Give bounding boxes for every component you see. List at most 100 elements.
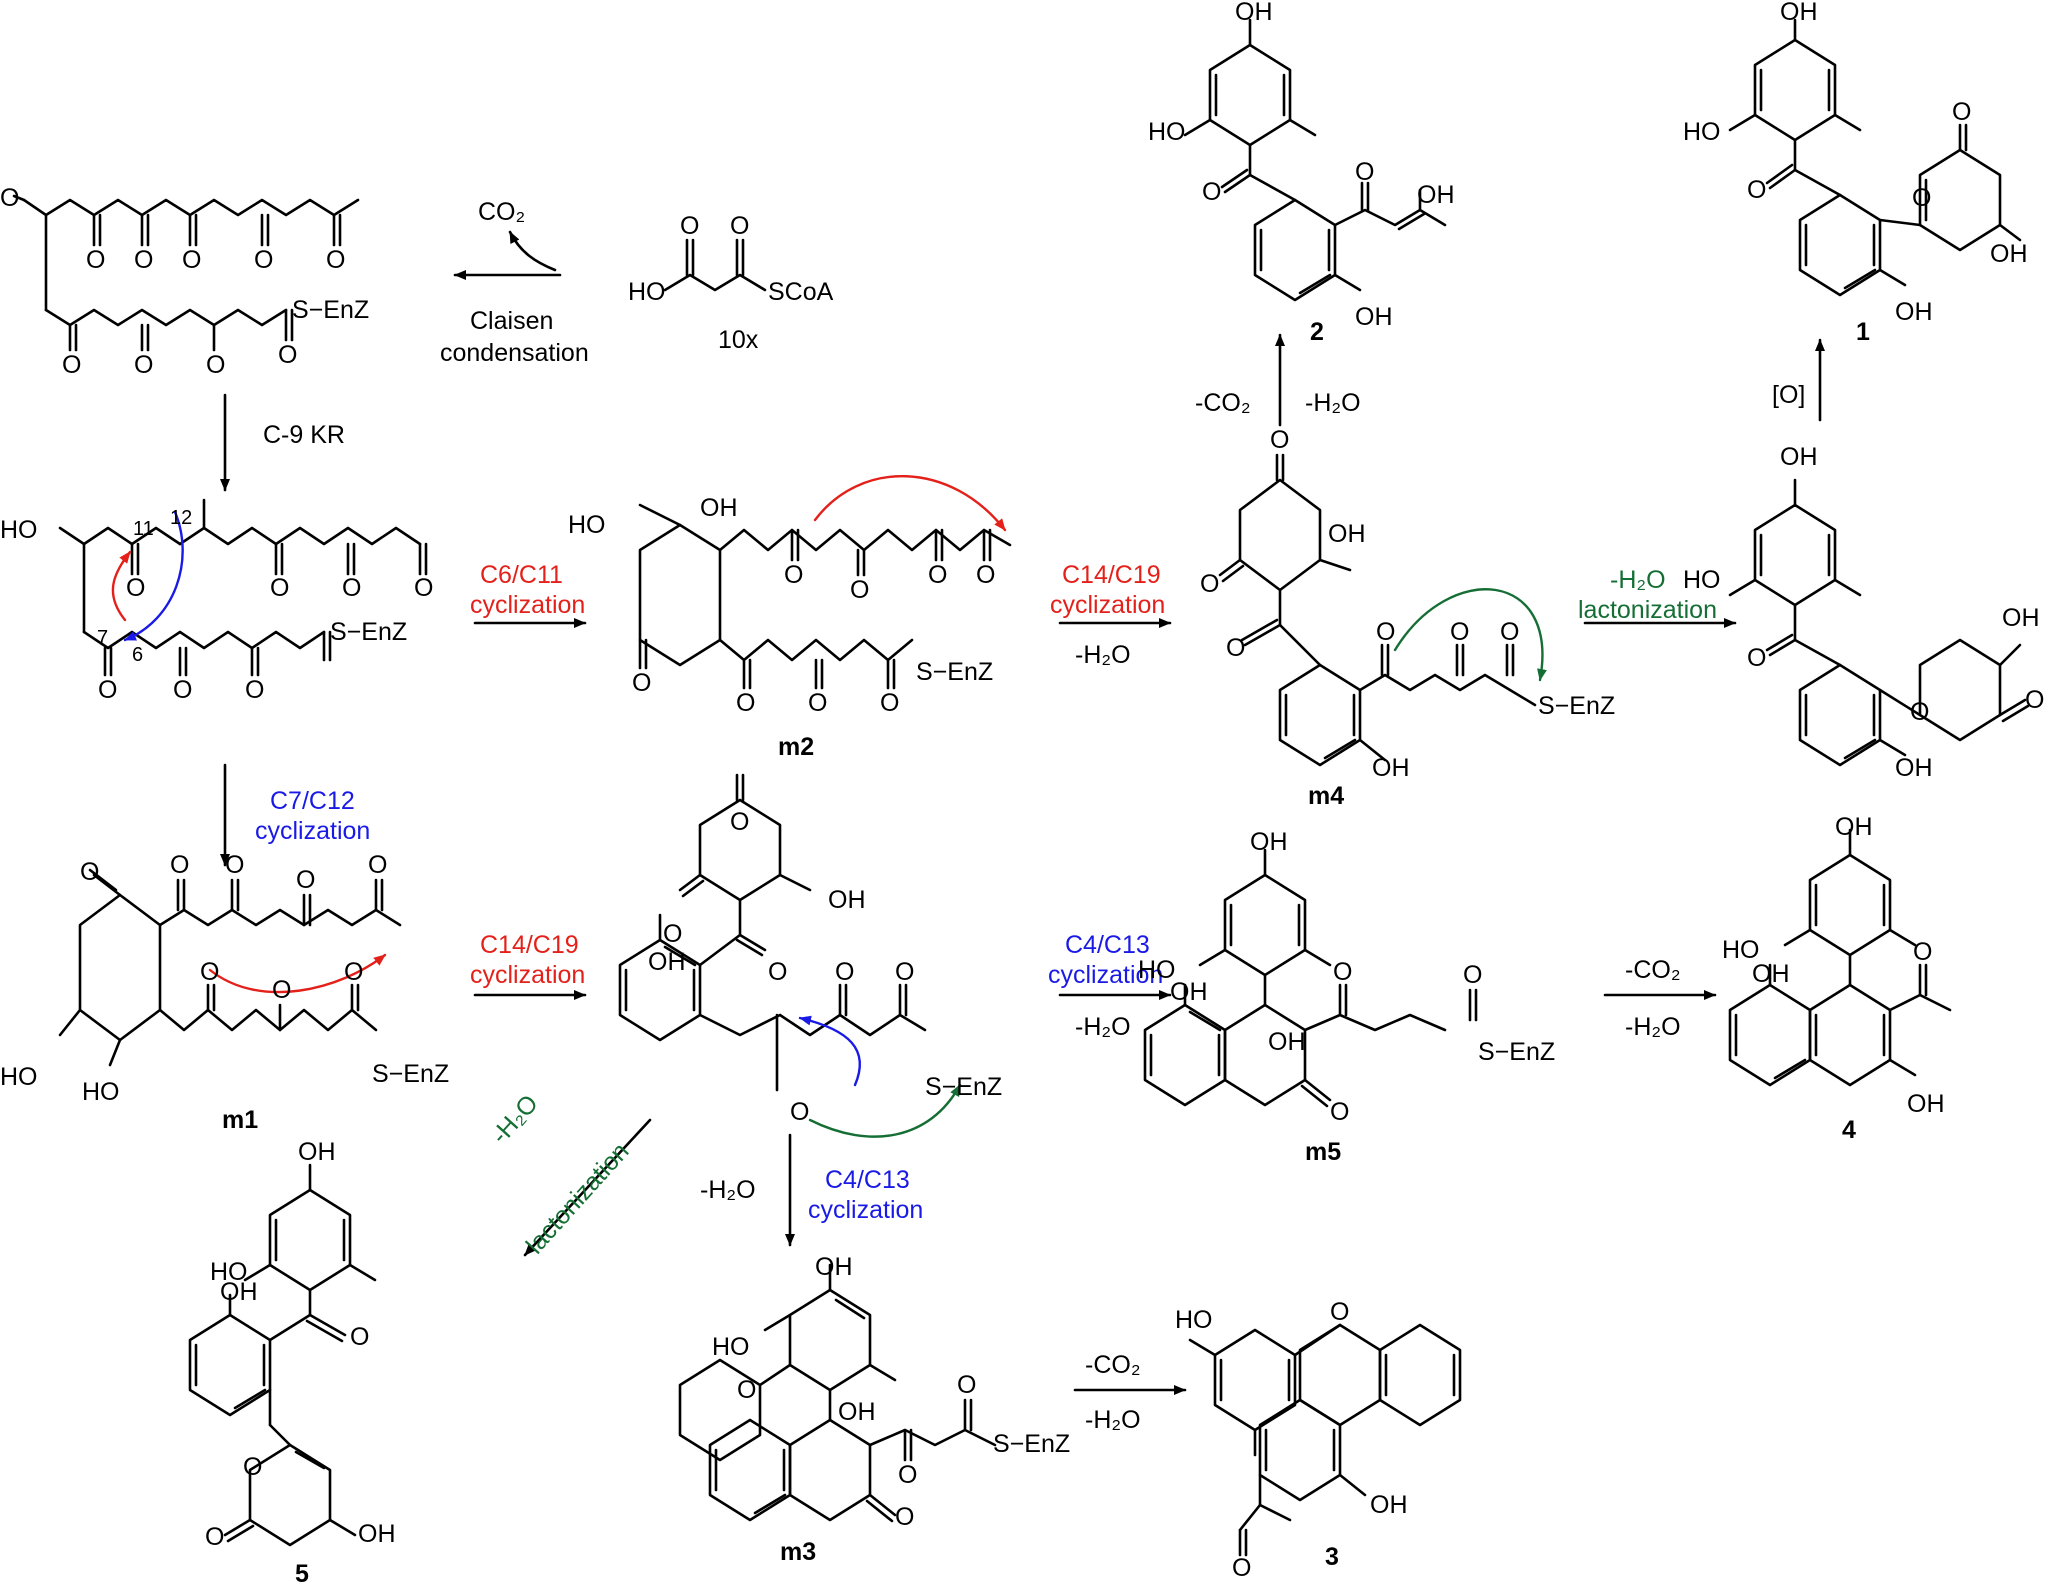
lactone-oh-phenol: OH xyxy=(1895,754,1933,782)
p3-ho-left: HO xyxy=(1175,1306,1213,1334)
m1-oxygen: O xyxy=(225,851,245,879)
m1-oxygen: O xyxy=(170,851,190,879)
c14-c19-label-b: C14/C19 xyxy=(480,931,579,959)
green-curved-arrow-m4 xyxy=(1393,588,1547,682)
decaketide-oxygen: O xyxy=(254,246,274,274)
c4-c13-label-a: C4/C13 xyxy=(1065,931,1150,959)
m5-oxygen: O xyxy=(1333,958,1353,986)
decaketide-oxygen: O xyxy=(86,246,106,274)
malonyl-scoa: SCoA xyxy=(768,278,834,306)
c4-c13-water-a: -H₂O xyxy=(1075,1013,1131,1041)
c4-c13-label-b: C4/C13 xyxy=(825,1166,910,1194)
reduced-chain-oxygen: O xyxy=(245,676,265,704)
m4-oh-phenol: OH xyxy=(1372,754,1410,782)
product-1-bonds xyxy=(1728,18,2022,297)
p4-ho-left: HO xyxy=(1722,936,1760,964)
locant-7: 7 xyxy=(97,627,109,649)
m2-oxygen: O xyxy=(928,561,948,589)
m3-oxygen: O xyxy=(895,1503,915,1531)
malonyl-coa-bonds xyxy=(663,238,767,292)
blue-curved-arrow-c7-c12 xyxy=(123,510,184,642)
m3-oh-top: OH xyxy=(815,1253,853,1281)
decarbox-b-water: -H₂O xyxy=(1625,1013,1681,1041)
m1-ho-left: HO xyxy=(0,1063,38,1091)
lactone-oxygen-ring: O xyxy=(1910,698,1930,726)
m4-bonds xyxy=(1218,453,1537,767)
reduced-chain-oxygen: O xyxy=(342,574,362,602)
decaketide-oxygen: O xyxy=(62,351,82,379)
mid-oxygen: O xyxy=(895,958,915,986)
p2-oh-top: OH xyxy=(1235,0,1273,26)
locant-11: 11 xyxy=(133,518,154,540)
p5-oh-top: OH xyxy=(298,1138,336,1166)
m2-oxygen: O xyxy=(808,689,828,717)
m5-oh-top: OH xyxy=(1250,828,1288,856)
lactone-ho-left: HO xyxy=(1683,566,1721,594)
decaketide-oxygen: O xyxy=(182,246,202,274)
m3-thioester: S−EnZ xyxy=(993,1430,1071,1458)
locant-6: 6 xyxy=(132,644,144,666)
decarbox-c-co2: -CO₂ xyxy=(1085,1351,1141,1379)
malonyl-ho: HO xyxy=(628,278,666,306)
p4-oh-peri: OH xyxy=(1752,960,1790,988)
green-curved-arrow-m3 xyxy=(808,1083,962,1138)
p2-compound-label: 2 xyxy=(1310,318,1324,346)
reduced-chain-oxygen: O xyxy=(414,574,434,602)
lactonization-arrow-b xyxy=(523,1118,652,1257)
c4-c13-water-b: -H₂O xyxy=(700,1176,756,1204)
locant-12: 12 xyxy=(170,507,193,529)
blue-curved-arrow-m3 xyxy=(798,1015,861,1087)
p4-oxygen: O xyxy=(1913,938,1933,966)
m1-oxygen: O xyxy=(272,976,292,1004)
decarbox-b-co2: -CO₂ xyxy=(1625,956,1681,984)
p3-oh-right: OH xyxy=(1370,1491,1408,1519)
m5-thioester: S−EnZ xyxy=(1478,1038,1556,1066)
m4-oxygen: O xyxy=(1270,426,1290,454)
decaketide-oxygen: O xyxy=(134,246,154,274)
decarbox-a-co2: -CO₂ xyxy=(1195,389,1251,417)
decarbox-c-water: -H₂O xyxy=(1085,1406,1141,1434)
p2-oh-enol: OH xyxy=(1417,181,1455,209)
mid-oxygen: O xyxy=(768,958,788,986)
lactone-intermediate-bonds xyxy=(1728,478,2030,767)
red-curved-arrow-m2 xyxy=(813,475,1007,532)
c14-c19-label-a-line2: cyclization xyxy=(1050,591,1166,619)
m2-compound-label: m2 xyxy=(778,733,815,761)
reduced-chain-bonds xyxy=(58,498,428,677)
p1-oxygen: O xyxy=(1747,176,1767,204)
decaketide-chain-bonds xyxy=(12,194,360,352)
m4-oxygen: O xyxy=(1200,570,1220,598)
m1-compound-label: m1 xyxy=(222,1106,259,1134)
m2-oxygen: O xyxy=(976,561,996,589)
m2-thioester: S−EnZ xyxy=(916,658,994,686)
p1-compound-label: 1 xyxy=(1856,318,1870,346)
m4-oxygen: O xyxy=(1450,618,1470,646)
p5-oxygen-ring: O xyxy=(243,1453,263,1481)
p4-oh-right: OH xyxy=(1907,1090,1945,1118)
decaketide-thioester: S−EnZ xyxy=(292,296,370,324)
p3-oxygen-ring: O xyxy=(1330,1298,1350,1326)
mid-oh: OH xyxy=(828,886,866,914)
m2-oxygen: O xyxy=(880,689,900,717)
c14-c19-water-a: -H₂O xyxy=(1075,641,1131,669)
m5-oxygen: O xyxy=(1463,961,1483,989)
claisen-label-line2: condensation xyxy=(440,339,589,367)
m3-compound-label: m3 xyxy=(780,1538,817,1566)
m1-oxygen: O xyxy=(80,858,100,886)
p3-compound-label: 3 xyxy=(1325,1543,1339,1571)
p2-oxygen: O xyxy=(1355,158,1375,186)
p2-ho-left: HO xyxy=(1148,118,1186,146)
decaketide-oxygen: O xyxy=(0,184,20,212)
decaketide-oxygen: O xyxy=(134,351,154,379)
p4-oh-top: OH xyxy=(1835,813,1873,841)
c7-c12-label-line2: cyclization xyxy=(255,817,371,845)
malonyl-count: 10x xyxy=(718,326,759,354)
c14-c19-label-a: C14/C19 xyxy=(1062,561,1161,589)
mid-oxygen: O xyxy=(835,958,855,986)
m5-oh-tertiary: OH xyxy=(1268,1028,1306,1056)
product-4-bonds xyxy=(1728,828,1952,1087)
c14-c19-label-b-line2: cyclization xyxy=(470,961,586,989)
m5-ho-left: HO xyxy=(1138,956,1176,984)
m4-oxygen: O xyxy=(1226,634,1246,662)
